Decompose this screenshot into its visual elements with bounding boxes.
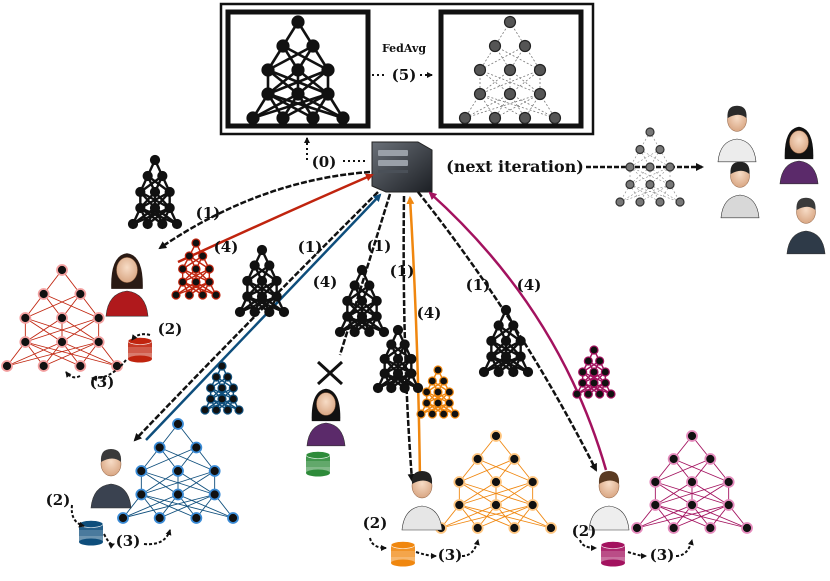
upload-arrow-red [177,173,374,264]
user-avatar-icon [90,449,132,509]
neural-network-icon [127,154,183,230]
neural-network-icon [334,264,390,338]
broadcast-arrow-client4 [402,195,416,482]
global-model-icon [458,15,562,125]
step1-label: (1) [367,237,392,255]
step4-label: (4) [313,273,338,291]
upload-arrow-orange [406,196,422,481]
neural-network-icon [200,361,244,415]
step4-label: (4) [214,238,239,256]
user-avatar-icon [306,388,346,447]
step3-label: (3) [90,373,115,391]
step1-label: (1) [390,262,415,280]
local-training-arrows [65,333,694,559]
server-icon [371,141,433,193]
database-icon [600,541,626,567]
model-icons [1,154,753,534]
broadcast-arrow-client2 [133,191,379,442]
step2-label: (2) [572,522,597,540]
database-icon [127,337,153,363]
neural-network-icon [171,238,221,300]
database-icon [78,520,104,546]
next-iteration-label: (next iteration) [446,157,584,176]
upload-arrow-magenta [428,191,608,471]
step3-label: (3) [116,532,141,550]
aggregation-panel: FedAvg (5) [219,2,595,136]
neural-network-icon [458,15,562,125]
neural-network-icon [372,324,424,394]
step2-label: (2) [363,514,388,532]
broadcast-arrow-client1 [158,170,371,250]
stacked-models-icon [246,15,350,125]
step3-label: (3) [650,546,675,564]
neural-network-icon [435,430,557,534]
neural-network-icon [631,430,753,534]
user-avatar-icon [786,197,826,255]
client-avatars [90,105,826,531]
user-avatar-icon [105,253,149,317]
neural-network-icon [615,127,685,207]
step4-label: (4) [517,276,542,294]
neural-network-icon [117,418,239,524]
user-avatar-icon [717,105,757,163]
neural-network-icon [234,244,290,318]
database-icon [305,451,331,477]
cross-mark-icon [316,360,344,386]
step4-label: (4) [417,304,442,322]
user-avatar-icon [779,126,819,185]
step1-label: (1) [466,276,491,294]
neural-network-icon [478,304,534,378]
neural-network-icon [572,345,616,399]
step1-label: (1) [298,238,323,256]
step1-label: (1) [196,204,221,222]
step2-label: (2) [158,320,183,338]
user-avatar-icon [720,161,760,219]
database-icon [390,541,416,567]
step-labels: (1) (4) (1) (4) (1) (1) (4) (1) (4) (2) … [46,204,675,564]
user-avatar-icon [588,471,630,531]
step3-label: (3) [438,546,463,564]
user-avatar-icon [401,471,443,531]
next-global-model-icon [615,127,685,207]
step2-label: (2) [46,491,71,509]
fedavg-label: FedAvg [382,42,426,55]
neural-network-icon [246,15,350,125]
neural-network-icon [1,264,123,372]
step5-label: (5) [392,66,417,84]
neural-network-icon [416,365,460,419]
step0-label: (0) [312,153,337,171]
